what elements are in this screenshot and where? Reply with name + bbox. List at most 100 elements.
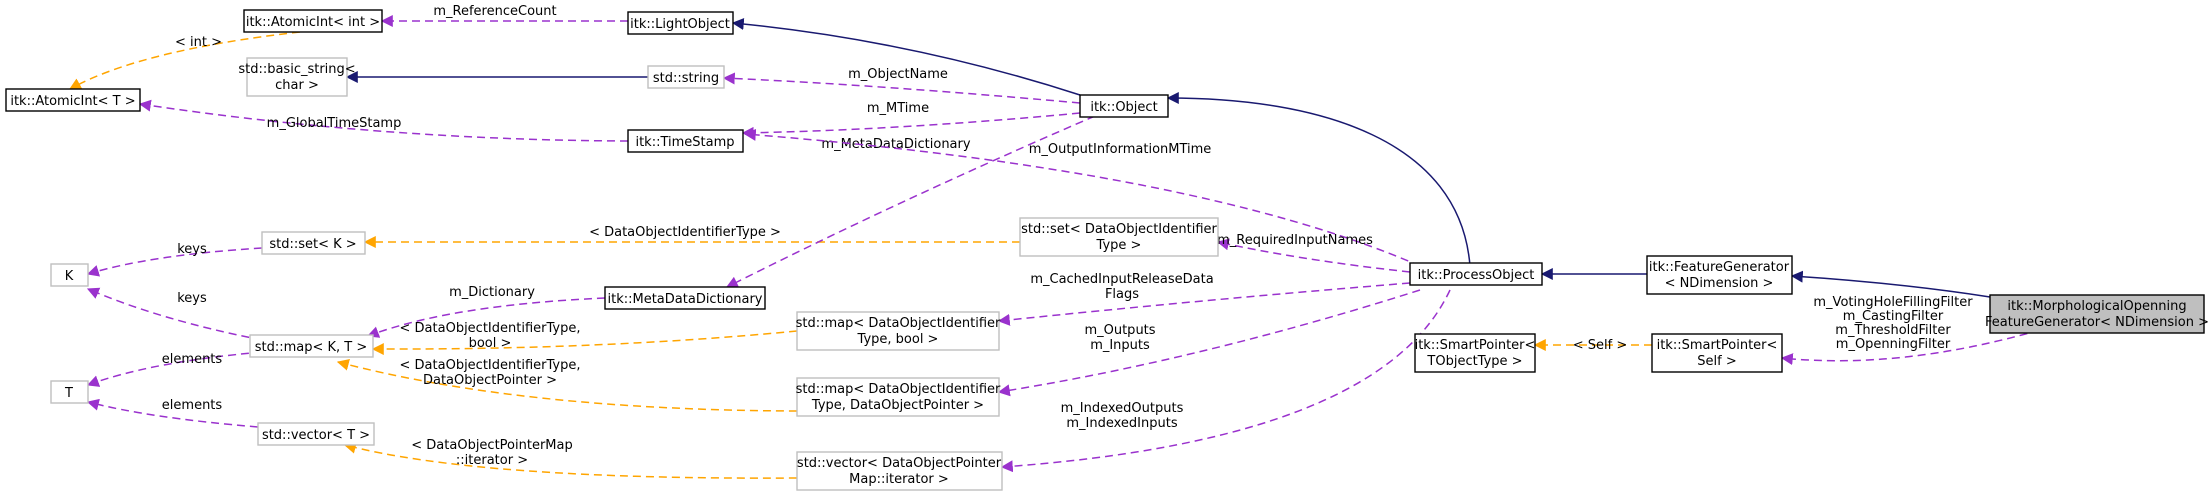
label-openning-filter: m_OpenningFilter — [1836, 337, 1951, 352]
edge-processobject-indexed: m_IndexedOutputs m_IndexedInputs — [1000, 289, 1451, 473]
node-atomicint-int[interactable]: itk::AtomicInt< int > — [243, 9, 383, 33]
svg-text:itk::MetaDataDictionary: itk::MetaDataDictionary — [608, 292, 763, 307]
node-object[interactable]: itk::Object — [1079, 94, 1169, 118]
svg-text:char >: char > — [275, 78, 319, 93]
svg-text:K: K — [65, 269, 74, 284]
label-indexed-inputs: m_IndexedInputs — [1066, 416, 1177, 431]
node-map-doit-dop[interactable]: std::map< DataObjectIdentifier Type, Dat… — [796, 377, 1001, 417]
svg-text:Type >: Type > — [1096, 238, 1142, 253]
svg-text:itk::FeatureGenerator: itk::FeatureGenerator — [1649, 260, 1790, 275]
svg-text:TObjectType >: TObjectType > — [1426, 354, 1522, 369]
svg-text:itk::SmartPointer<: itk::SmartPointer< — [1415, 338, 1536, 353]
edge-object-mtime: m_MTime — [741, 101, 1081, 139]
node-atomicint-t[interactable]: itk::AtomicInt< T > — [5, 88, 141, 112]
edge-morph-filters: m_VotingHoleFillingFilter m_CastingFilte… — [1780, 295, 2041, 366]
label-indexed-outputs: m_IndexedOutputs — [1061, 401, 1184, 416]
node-std-string[interactable]: std::string — [647, 65, 725, 89]
label-dictionary: m_Dictionary — [449, 285, 535, 300]
edge-map-kt-keys: keys — [86, 287, 263, 341]
svg-text:Self >: Self > — [1697, 354, 1736, 369]
label-voting-hole-filling-filter: m_VotingHoleFillingFilter — [1813, 295, 1973, 310]
edge-set-doit-to-set-k: < DataObjectIdentifierType > — [363, 225, 1020, 248]
node-lightobject[interactable]: itk::LightObject — [627, 11, 734, 35]
node-vector-dop[interactable]: std::vector< DataObjectPointer Map::iter… — [796, 451, 1003, 491]
svg-text:Type, bool >: Type, bool > — [857, 332, 939, 347]
edge-processobject-to-object — [1166, 92, 1471, 267]
svg-text:std::map< DataObjectIdentifier: std::map< DataObjectIdentifier — [796, 316, 1001, 331]
edge-vector-t-elements: elements — [86, 398, 259, 428]
node-basic-string[interactable]: std::basic_string< char > — [238, 57, 356, 97]
svg-text:itk::Object: itk::Object — [1090, 100, 1157, 115]
label-doit-dop-template-1: < DataObjectIdentifierType, — [400, 358, 581, 373]
node-set-k[interactable]: std::set< K > — [261, 231, 366, 255]
svg-text:std::basic_string<: std::basic_string< — [238, 62, 355, 77]
edge-atomicint-int-to-t: < int > — [68, 31, 301, 90]
label-keys-2: keys — [177, 291, 207, 306]
node-processobject[interactable]: itk::ProcessObject — [1409, 262, 1543, 286]
label-object-name: m_ObjectName — [848, 67, 948, 82]
svg-text:T: T — [64, 386, 73, 401]
svg-text:std::vector< T >: std::vector< T > — [262, 428, 370, 443]
svg-text:std::vector< DataObjectPointer: std::vector< DataObjectPointer — [797, 456, 1002, 471]
node-vector-t[interactable]: std::vector< T > — [257, 422, 375, 446]
label-cached-flags-2: Flags — [1105, 287, 1139, 302]
label-inputs: m_Inputs — [1090, 338, 1150, 353]
svg-text:itk::LightObject: itk::LightObject — [630, 17, 730, 32]
edge-vector-dop-to-vector-t: < DataObjectPointerMap ::iterator > — [343, 438, 798, 479]
node-smartpointer-self[interactable]: itk::SmartPointer< Self > — [1651, 333, 1783, 373]
label-elements-1: elements — [162, 352, 223, 367]
label-doit-template: < DataObjectIdentifierType > — [589, 225, 781, 240]
node-t[interactable]: T — [50, 380, 89, 404]
svg-text:itk::TimeStamp: itk::TimeStamp — [635, 135, 734, 150]
svg-text:FeatureGenerator< NDimension >: FeatureGenerator< NDimension > — [1985, 315, 2209, 330]
label-self-template: < Self > — [1573, 338, 1628, 353]
svg-text:itk::AtomicInt< T >: itk::AtomicInt< T > — [10, 94, 135, 109]
svg-text:Type, DataObjectPointer >: Type, DataObjectPointer > — [811, 398, 984, 413]
edge-object-metadatadictionary: m_MetaDataDictionary — [725, 115, 1096, 288]
node-k[interactable]: K — [50, 263, 89, 287]
node-smartpointer-t[interactable]: itk::SmartPointer< TObjectType > — [1414, 333, 1536, 373]
edge-morph-to-featuregenerator — [1790, 270, 1991, 298]
edge-lightobject-refcount: m_ReferenceCount — [380, 4, 628, 27]
edge-map-kt-elements: elements — [86, 351, 263, 387]
edge-processobject-requiredinputs: m_RequiredInputNames — [1216, 233, 1411, 273]
label-doit-bool-template-2: bool > — [469, 336, 512, 351]
svg-text:std::map< K, T >: std::map< K, T > — [255, 340, 368, 355]
node-set-doit[interactable]: std::set< DataObjectIdentifier Type > — [1019, 217, 1219, 257]
edge-processobject-cachedflags: m_CachedInputReleaseData Flags — [997, 272, 1411, 326]
label-metadata-dictionary: m_MetaDataDictionary — [821, 137, 970, 152]
svg-text:itk::MorphologicalOpenning: itk::MorphologicalOpenning — [2007, 299, 2186, 314]
label-dopmap-template-2: ::iterator > — [456, 453, 528, 468]
node-map-kt[interactable]: std::map< K, T > — [249, 334, 374, 358]
node-metadatadictionary[interactable]: itk::MetaDataDictionary — [604, 286, 766, 310]
label-mtime: m_MTime — [867, 101, 929, 116]
label-dopmap-template-1: < DataObjectPointerMap — [411, 438, 572, 453]
edge-set-k-keys: keys — [86, 242, 263, 277]
label-required-input-names: m_RequiredInputNames — [1217, 233, 1373, 248]
svg-text:std::set< K >: std::set< K > — [269, 237, 356, 252]
edge-object-to-lightobject — [731, 18, 1081, 96]
svg-text:< NDimension >: < NDimension > — [1665, 276, 1774, 291]
node-morphological-openning[interactable]: itk::MorphologicalOpenning FeatureGenera… — [1985, 294, 2209, 334]
edge-processobject-outputinfo: m_OutputInformationMTime — [743, 128, 1421, 267]
node-map-doit-bool[interactable]: std::map< DataObjectIdentifier Type, boo… — [796, 311, 1001, 351]
edge-timestamp-global: m_GlobalTimeStamp — [138, 99, 629, 142]
edge-smartpointer-self-to-t: < Self > — [1533, 338, 1652, 353]
label-casting-filter: m_CastingFilter — [1843, 309, 1944, 324]
edge-map-doit-bool-to-map-kt: < DataObjectIdentifierType, bool > — [371, 321, 798, 356]
svg-text:Map::iterator >: Map::iterator > — [849, 472, 949, 487]
svg-text:itk::AtomicInt< int >: itk::AtomicInt< int > — [246, 15, 380, 30]
label-keys-1: keys — [177, 242, 207, 257]
node-timestamp[interactable]: itk::TimeStamp — [627, 129, 744, 153]
label-global-timestamp: m_GlobalTimeStamp — [267, 116, 402, 131]
svg-text:std::set< DataObjectIdentifier: std::set< DataObjectIdentifier — [1021, 222, 1217, 237]
svg-text:std::map< DataObjectIdentifier: std::map< DataObjectIdentifier — [796, 382, 1001, 397]
label-threshold-filter: m_ThresholdFilter — [1835, 323, 1951, 338]
label-doit-bool-template-1: < DataObjectIdentifierType, — [400, 321, 581, 336]
edge-object-objectname: m_ObjectName — [722, 67, 1081, 104]
svg-text:itk::SmartPointer<: itk::SmartPointer< — [1657, 338, 1778, 353]
node-featuregenerator[interactable]: itk::FeatureGenerator < NDimension > — [1646, 255, 1793, 295]
label-output-information-mtime: m_OutputInformationMTime — [1029, 142, 1212, 157]
label-doit-dop-template-2: DataObjectPointer > — [423, 373, 557, 388]
